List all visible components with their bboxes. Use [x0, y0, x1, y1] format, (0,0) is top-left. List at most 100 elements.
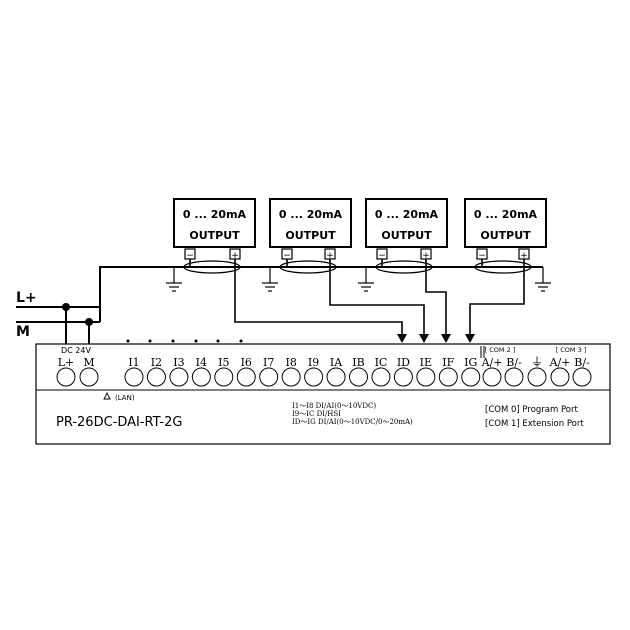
sensor-range: 0 ... 20mA [474, 208, 538, 221]
arrow-icon [397, 334, 407, 343]
terminal-i6-label: I6 [241, 356, 252, 369]
terminal-com2-b-label: B/- [506, 356, 522, 369]
shield-4 [474, 260, 532, 274]
shield-2 [279, 260, 337, 274]
terminal-ie-screw [416, 367, 436, 387]
plc-model: PR-26DC-DAI-RT-2G [56, 415, 182, 430]
terminal-i5-screw [214, 367, 234, 387]
terminal-id-screw [393, 367, 413, 387]
sensor-box [464, 198, 547, 248]
wire-sensor1-to-id [234, 259, 403, 338]
terminal-com3-a-label: A/+ [549, 356, 571, 369]
terminal-i5-label: I5 [218, 356, 229, 369]
spec-line-1: I1～I8 DI/AI(0～10VDC) [292, 402, 376, 410]
terminal-i7-screw [259, 367, 279, 387]
terminal-com2-a-screw [482, 367, 502, 387]
ground-icon [358, 267, 374, 292]
warning-triangle-icon [103, 391, 111, 400]
terminal-ig-screw [461, 367, 481, 387]
terminal-id-label: ID [397, 356, 410, 369]
terminal-if-screw [438, 367, 458, 387]
arrow-icon [419, 334, 429, 343]
junction-l-plus [62, 303, 70, 311]
shield-1 [183, 260, 241, 274]
sensor-2: 0 ... 20mA OUTPUT − + [269, 198, 352, 261]
indicator-dot [171, 339, 175, 343]
terminal-pos-sign: + [520, 251, 528, 261]
terminal-ig-label: IG [464, 356, 477, 369]
negative-leads [189, 259, 483, 267]
terminal-i4-screw [191, 367, 211, 387]
shield-grounds [166, 267, 551, 292]
terminal-ia-label: IA [330, 356, 343, 369]
sensor-label: OUTPUT [189, 229, 240, 242]
ground-icon [262, 267, 278, 292]
terminal-ib-screw [349, 367, 368, 387]
terminal-i1-label: I1 [128, 356, 139, 369]
dc-label: DC 24V [61, 346, 91, 355]
terminal-ic-screw [371, 367, 391, 387]
plc-body [35, 343, 611, 445]
terminal-if-label: IF [442, 356, 454, 369]
terminal-pos-sign: + [326, 251, 334, 261]
sensor-label: OUTPUT [480, 229, 531, 242]
terminal-i2-label: I2 [151, 356, 162, 369]
indicator-dot [216, 339, 220, 343]
ground-icon [166, 267, 182, 292]
spec-line-3: ID～IG DI/AI(0～10VDC/0～20mA) [292, 418, 413, 426]
terminal-com3-b-label: B/- [574, 356, 590, 369]
terminal-i3-screw [169, 367, 189, 387]
arrow-icon [465, 334, 475, 343]
sensor-range: 0 ... 20mA [279, 208, 343, 221]
terminal-neg-sign: − [478, 251, 486, 261]
sensor-label: OUTPUT [381, 229, 432, 242]
terminal-ia-screw [326, 367, 346, 387]
terminal-i1-screw [124, 367, 144, 387]
rail-m-label: M [16, 324, 30, 340]
cable-shields [183, 260, 532, 274]
terminal-ground-screw [527, 367, 547, 387]
arrowheads [397, 334, 475, 343]
wire-sensor2-to-ie [329, 259, 425, 338]
terminal-ib-label: IB [352, 356, 364, 369]
terminal-com3-b-screw [572, 367, 592, 387]
lan-label: (LAN) [115, 394, 135, 402]
terminal-i2-screw [146, 367, 166, 387]
terminal-pos-sign: + [231, 251, 239, 261]
shield-3 [375, 260, 433, 274]
indicator-dot [126, 339, 130, 343]
terminal-com3-a-screw [550, 367, 570, 387]
terminal-com2-a-label: A/+ [481, 356, 503, 369]
terminal-i8-label: I8 [285, 356, 296, 369]
terminal-neg-sign: − [283, 251, 291, 261]
terminal-i3-label: I3 [173, 356, 184, 369]
wire-m-return [99, 266, 543, 322]
sensor-box [269, 198, 352, 248]
indicator-dot [148, 339, 152, 343]
terminal-i9-screw [304, 367, 324, 387]
port-com0: [COM 0] Program Port [485, 405, 578, 415]
terminal-l-plus-screw [56, 367, 76, 387]
terminal-ic-label: IC [375, 356, 388, 369]
sensor-box [365, 198, 448, 248]
wire-sensor3-to-if [425, 259, 447, 338]
terminal-i6-screw [236, 367, 256, 387]
terminal-ie-label: IE [420, 356, 432, 369]
terminal-m-label: M [83, 356, 94, 369]
terminal-neg-sign: − [378, 251, 386, 261]
com2-label: [ COM 2 ] [485, 346, 516, 354]
terminal-neg-sign: − [186, 251, 194, 261]
sensor-4: 0 ... 20mA OUTPUT − + [464, 198, 547, 261]
spec-line-2: I9～IC DI/HSI [292, 410, 341, 418]
terminal-m-screw [79, 367, 99, 387]
terminal-i4-label: I4 [196, 356, 207, 369]
terminal-pos-sign: + [422, 251, 430, 261]
indicator-dot [239, 339, 243, 343]
terminal-i9-label: I9 [308, 356, 319, 369]
junction-m [85, 318, 93, 326]
terminal-screws [56, 339, 592, 387]
